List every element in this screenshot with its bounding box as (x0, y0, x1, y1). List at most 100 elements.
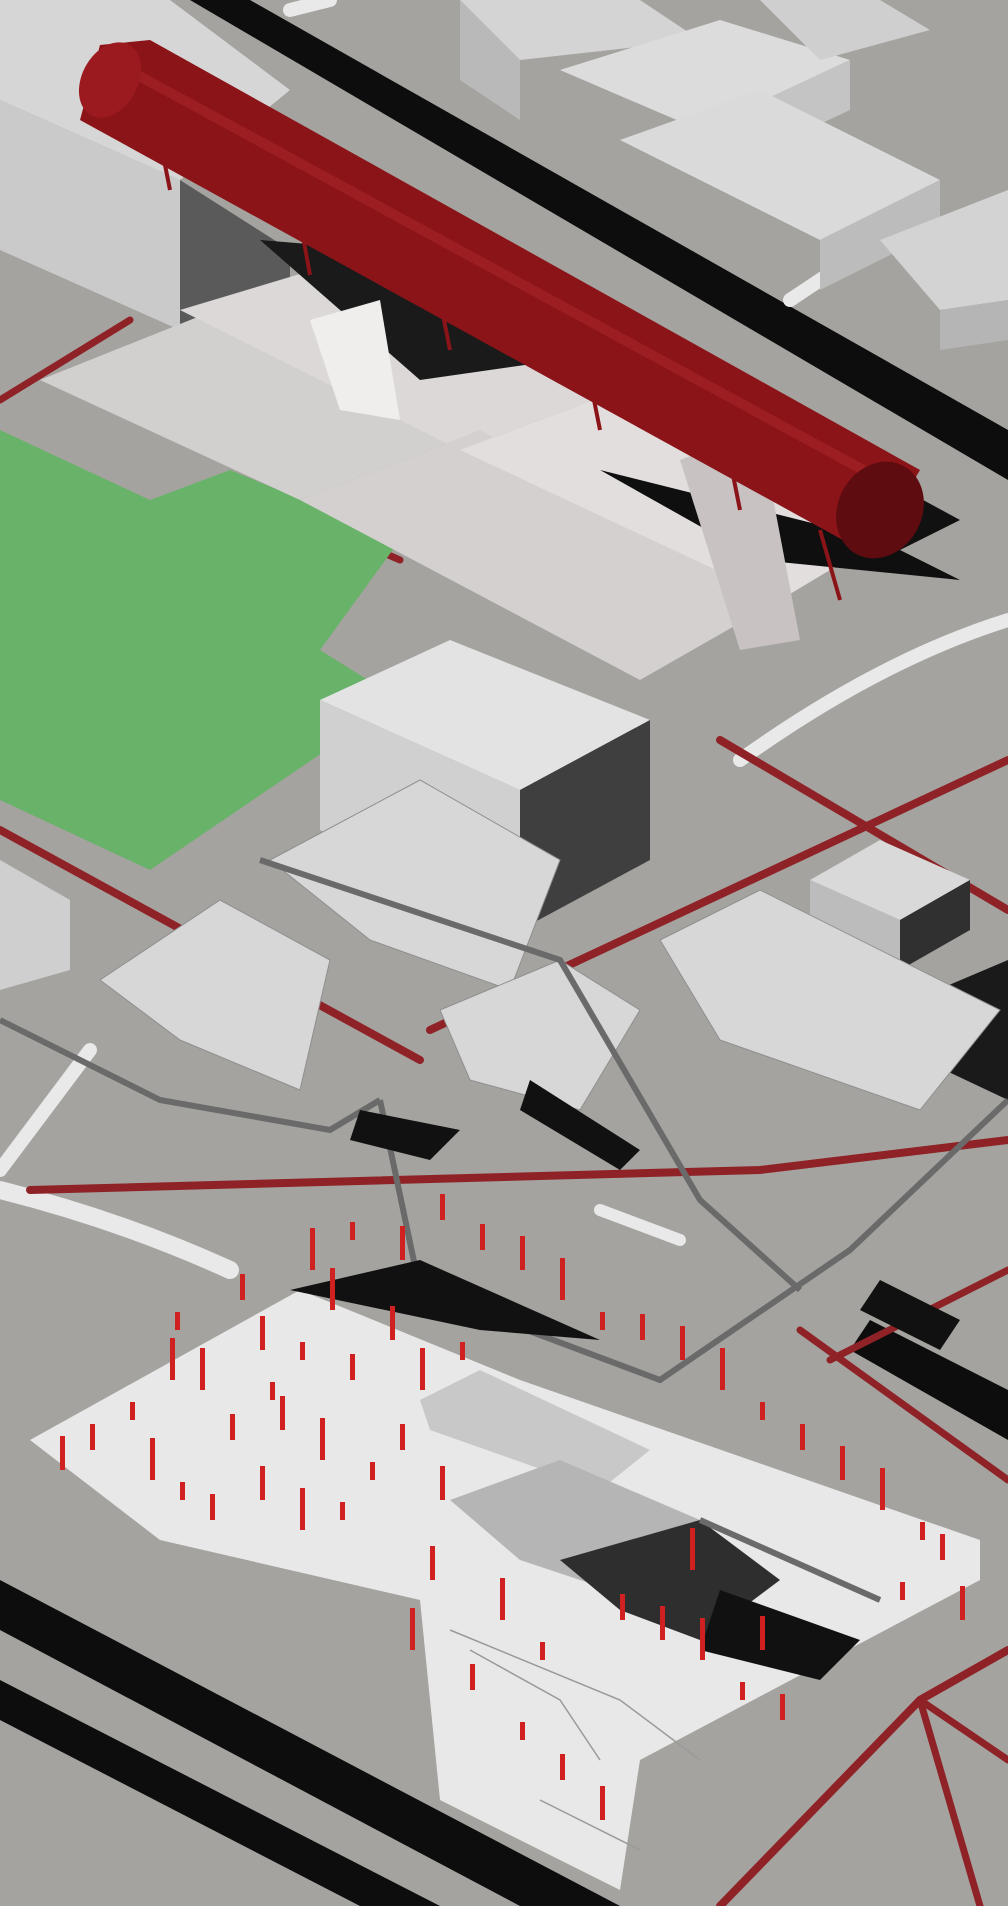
canopy-slab-3 (300, 430, 780, 680)
red-column (800, 1424, 805, 1450)
red-column (320, 1418, 325, 1460)
canopy-facet-a (310, 300, 400, 420)
red-column (330, 1268, 335, 1310)
red-column (520, 1722, 525, 1740)
red-column (690, 1528, 695, 1570)
walkway-upper (259, 857, 803, 1293)
red-path-8 (916, 1696, 984, 1906)
walkway-left (0, 1017, 382, 1134)
red-column (560, 1754, 565, 1780)
red-column (520, 1236, 525, 1270)
white-path-diag (0, 1043, 97, 1177)
red-column (350, 1354, 355, 1380)
red-column (170, 1338, 175, 1380)
red-column (400, 1424, 405, 1450)
red-column (660, 1606, 665, 1640)
tube-highlight (107, 55, 903, 495)
support-2 (298, 219, 312, 276)
support-3 (438, 299, 452, 351)
red-column (390, 1306, 395, 1340)
small-top (810, 840, 970, 920)
red-column (600, 1312, 605, 1330)
red-column (430, 1546, 435, 1580)
tube-start-cap (78, 42, 142, 118)
white-path-left (0, 1181, 239, 1279)
red-column (280, 1396, 285, 1430)
walled-rooms-upper (99, 779, 1001, 1111)
red-column (470, 1664, 475, 1690)
red-column (130, 1402, 135, 1420)
shadow-4 (350, 1110, 460, 1160)
red-column (410, 1608, 415, 1650)
red-column (680, 1326, 685, 1360)
walkway-lower (698, 1517, 882, 1603)
red-column (310, 1228, 315, 1270)
support-4 (588, 379, 602, 431)
cube-top (320, 640, 650, 790)
room-group-mid (439, 959, 641, 1111)
tube-end-cap (836, 461, 924, 559)
block-d-top (880, 190, 1008, 310)
red-column (640, 1314, 645, 1340)
red-column (540, 1642, 545, 1660)
red-column (700, 1618, 705, 1660)
left-block-front (0, 100, 180, 330)
left-edge-block (0, 860, 70, 990)
red-column (260, 1466, 265, 1500)
red-column (400, 1226, 405, 1260)
red-path-3 (26, 1136, 1008, 1194)
red-column (260, 1316, 265, 1350)
structural-columns (60, 1194, 965, 1820)
shadow-1 (290, 1260, 600, 1340)
red-column (270, 1382, 275, 1400)
block-a-side (460, 0, 520, 120)
red-column (720, 1348, 725, 1390)
red-column (440, 1466, 445, 1500)
ground-shadows (290, 1080, 960, 1350)
red-tube-structure (78, 40, 960, 601)
room-group-left (99, 899, 331, 1091)
walkway-diag (377, 1097, 1008, 1384)
road-right-lower (850, 1320, 1008, 1440)
red-column (300, 1342, 305, 1360)
block-e-top (760, 0, 930, 60)
road-bottom-1 (0, 1580, 620, 1906)
red-column (780, 1694, 785, 1720)
red-path-1 (0, 316, 134, 404)
red-column (960, 1586, 965, 1620)
red-column (200, 1348, 205, 1390)
red-column (300, 1488, 305, 1530)
walkways (0, 857, 1008, 1603)
red-column (420, 1348, 425, 1390)
block-b-top (560, 20, 850, 130)
room-group-right (659, 889, 1001, 1111)
red-column (500, 1578, 505, 1620)
block-c-top (620, 90, 940, 240)
block-c-side (820, 180, 940, 290)
small-dark (900, 880, 970, 970)
support-6 (818, 529, 842, 601)
red-column (560, 1258, 565, 1300)
red-column (150, 1438, 155, 1480)
tube-body (80, 40, 920, 555)
building-cluster-top-right (460, 0, 1008, 350)
small-front (810, 880, 900, 970)
red-column (920, 1522, 925, 1540)
red-column (760, 1616, 765, 1650)
support-1 (158, 139, 172, 191)
red-column (900, 1582, 905, 1600)
red-column (370, 1462, 375, 1480)
red-column (760, 1402, 765, 1420)
lower-room-1 (420, 1370, 650, 1490)
white-path-right (733, 613, 1008, 767)
lower-room-shadow (700, 1590, 860, 1680)
red-column (240, 1274, 245, 1300)
green-park (0, 430, 400, 870)
block-d-side (940, 300, 1008, 350)
red-column (60, 1436, 65, 1470)
white-paths (0, 0, 1008, 1279)
red-column (90, 1424, 95, 1450)
walled-rooms-lower (420, 1370, 860, 1680)
